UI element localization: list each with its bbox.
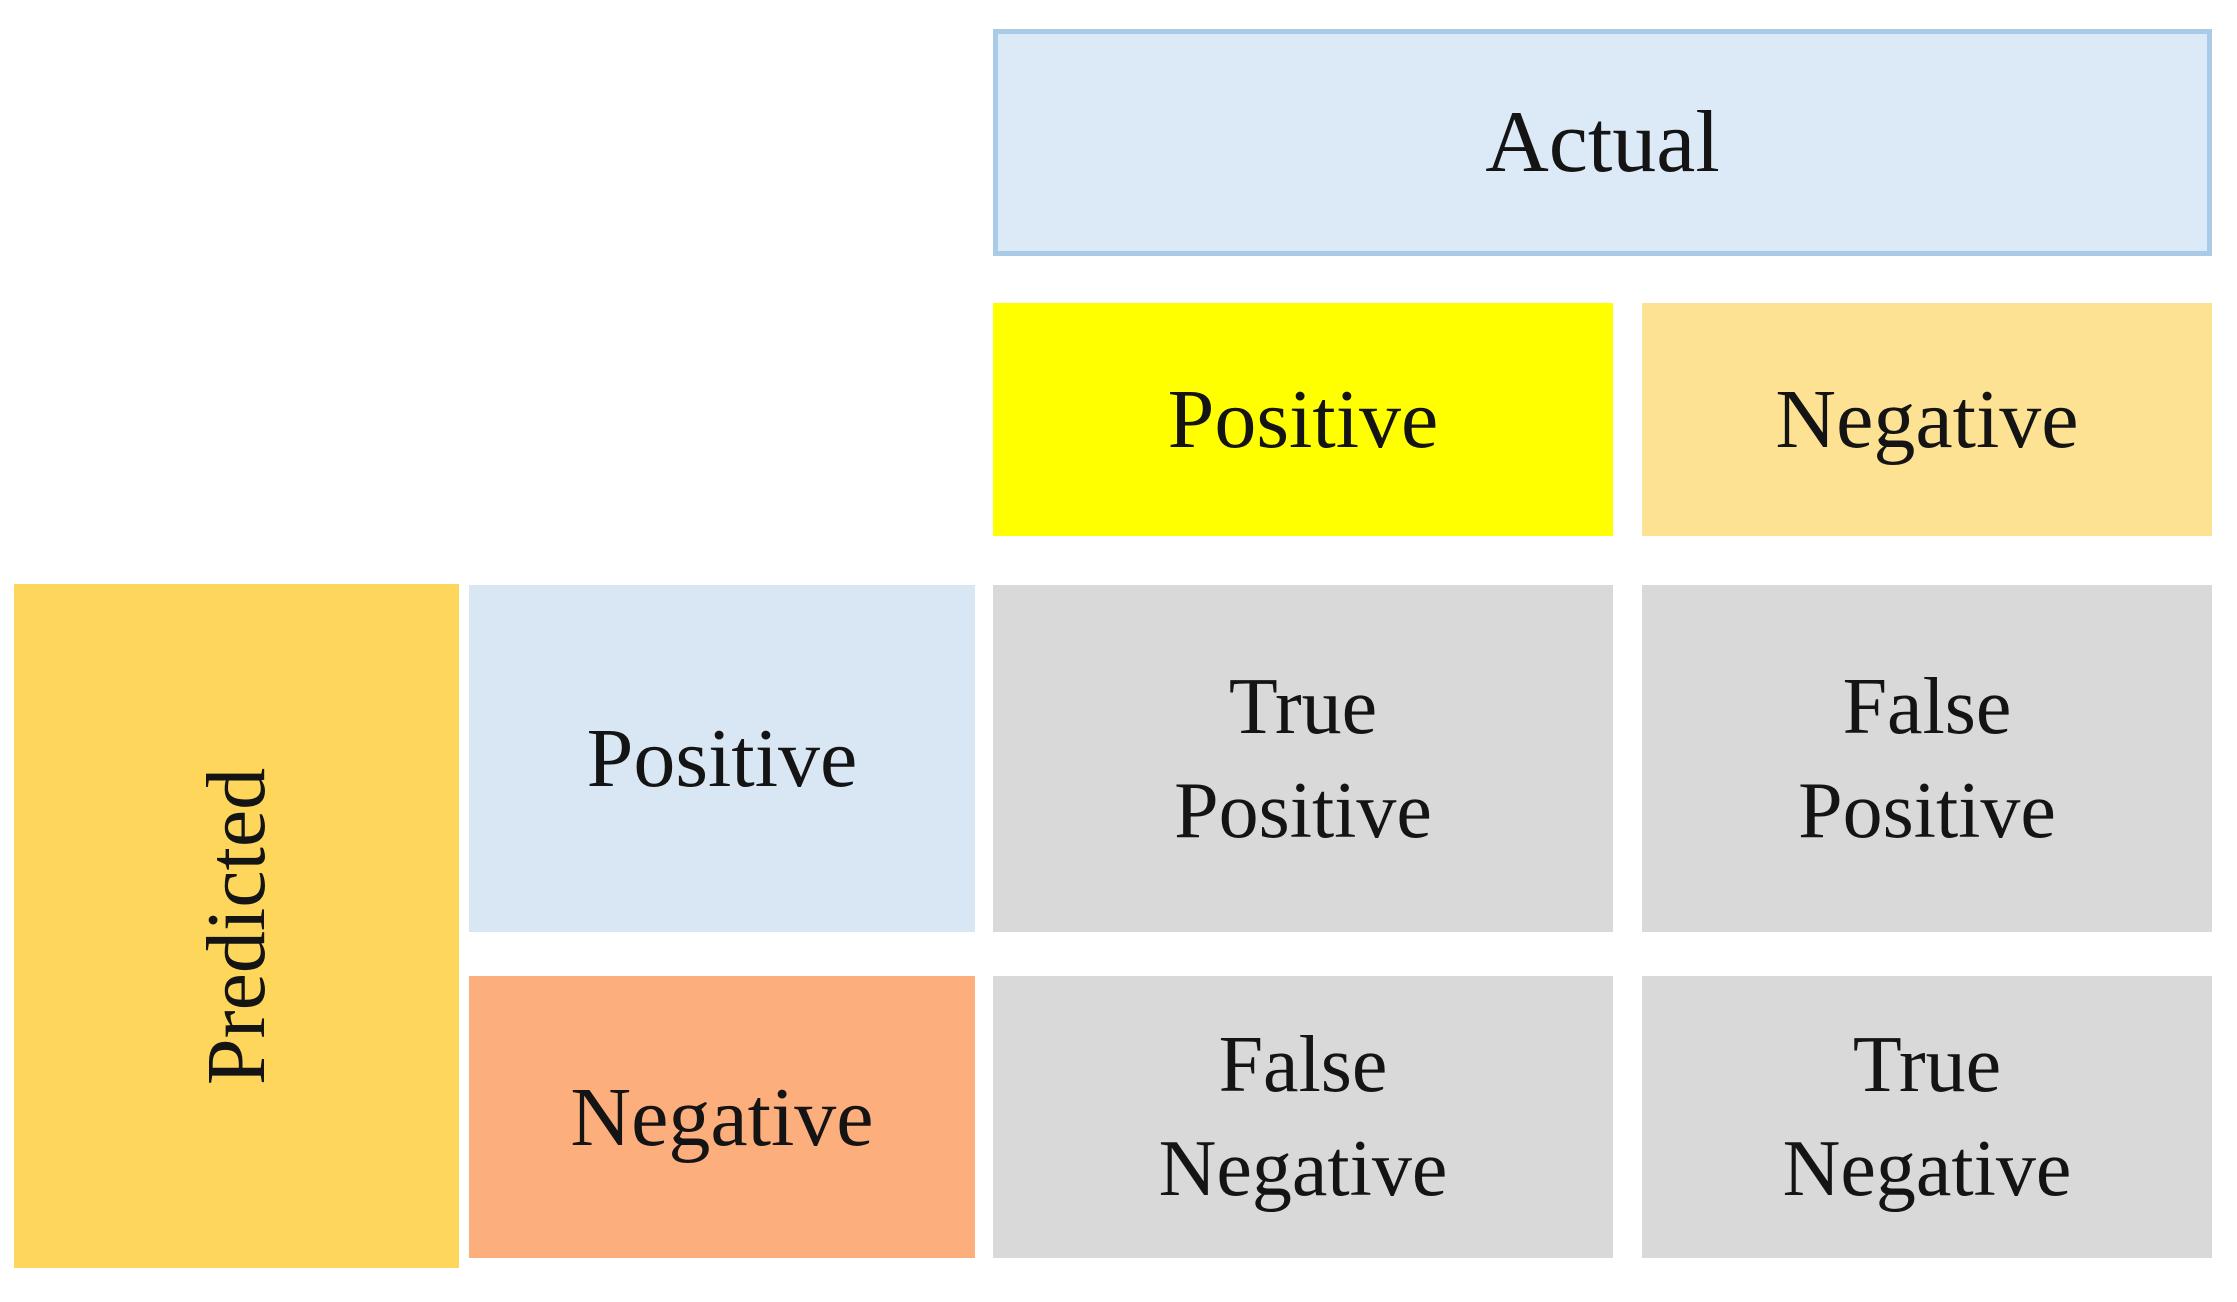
column-header-actual-positive: Positive [993,303,1613,536]
cell-true-positive: True Positive [993,585,1613,932]
cell-true-positive-label: True Positive [1174,662,1432,855]
cell-false-negative-label: False Negative [1158,1021,1448,1213]
row-header-predicted-positive-label: Positive [586,712,858,805]
cell-false-positive-label: False Positive [1798,662,2056,855]
row-header-predicted-positive: Positive [469,585,975,932]
predicted-axis-header: Predicted [14,584,459,1268]
column-header-actual-negative: Negative [1642,303,2212,536]
column-header-actual-negative-label: Negative [1775,373,2079,466]
column-header-actual-positive-label: Positive [1167,373,1439,466]
row-header-predicted-negative: Negative [469,976,975,1258]
actual-axis-header: Actual [993,29,2212,256]
row-header-predicted-negative-label: Negative [570,1070,874,1164]
cell-true-negative-label: True Negative [1782,1021,2072,1213]
cell-false-positive: False Positive [1642,585,2212,932]
predicted-axis-label: Predicted [190,767,283,1085]
cell-false-negative: False Negative [993,976,1613,1258]
actual-axis-label: Actual [1485,94,1720,191]
cell-true-negative: True Negative [1642,976,2212,1258]
